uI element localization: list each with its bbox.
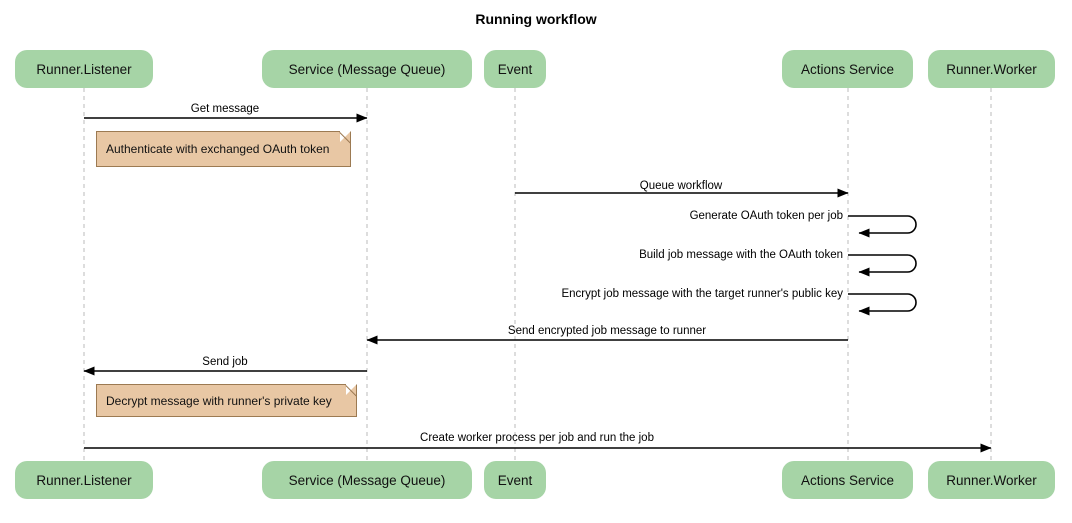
note-text: Decrypt message with runner's private ke… [106, 393, 332, 408]
participant-label: Runner.Listener [36, 61, 132, 77]
participant-bottom-runner-listener[interactable]: Runner.Listener [15, 461, 153, 499]
participant-label: Service (Message Queue) [288, 61, 446, 77]
note-authenticate-with-exchanged-oauth-token: Authenticate with exchanged OAuth token [96, 131, 351, 167]
participant-label: Service (Message Queue) [288, 472, 446, 488]
message-arrow-group [83, 113, 992, 453]
note-decrypt-message-with-runners-private-key: Decrypt message with runner's private ke… [96, 384, 357, 417]
participant-bottom-event[interactable]: Event [484, 461, 546, 499]
message-label-build-job-message-with-oauth-token: Build job message with the OAuth token [639, 249, 843, 261]
note-text: Authenticate with exchanged OAuth token [106, 142, 330, 156]
participant-label: Runner.Listener [36, 472, 132, 488]
self-message-encrypt-job-message-public-key [848, 293, 917, 316]
message-label-get-message: Get message [190, 103, 260, 115]
lifeline-group [83, 88, 992, 461]
message-label-generate-oauth-token-per-job: Generate OAuth token per job [689, 210, 843, 222]
self-message-build-job-message-with-oauth-token [848, 254, 917, 277]
message-label-queue-workflow: Queue workflow [639, 180, 723, 192]
participant-top-actions-service[interactable]: Actions Service [782, 50, 913, 88]
participant-top-runner-listener[interactable]: Runner.Listener [15, 50, 153, 88]
participant-bottom-service-message-queue[interactable]: Service (Message Queue) [262, 461, 472, 499]
participant-bottom-actions-service[interactable]: Actions Service [782, 461, 913, 499]
participant-label: Runner.Worker [946, 61, 1037, 77]
participant-label: Event [497, 61, 533, 77]
message-label-create-worker-process-run-job: Create worker process per job and run th… [420, 432, 654, 444]
participant-label: Runner.Worker [946, 472, 1037, 488]
participant-label: Event [497, 472, 533, 488]
participant-top-service-message-queue[interactable]: Service (Message Queue) [262, 50, 472, 88]
participant-bottom-runner-worker[interactable]: Runner.Worker [928, 461, 1055, 499]
participant-label: Actions Service [800, 61, 895, 77]
page-title: Running workflow [475, 11, 597, 27]
message-label-send-encrypted-job-message-to-runner: Send encrypted job message to runner [507, 325, 707, 337]
participant-top-runner-worker[interactable]: Runner.Worker [928, 50, 1055, 88]
participant-label: Actions Service [800, 472, 895, 488]
participant-top-event[interactable]: Event [484, 50, 546, 88]
message-label-encrypt-job-message-public-key: Encrypt job message with the target runn… [561, 288, 843, 300]
self-message-generate-oauth-token-per-job [848, 215, 917, 238]
message-label-send-job: Send job [202, 356, 248, 368]
